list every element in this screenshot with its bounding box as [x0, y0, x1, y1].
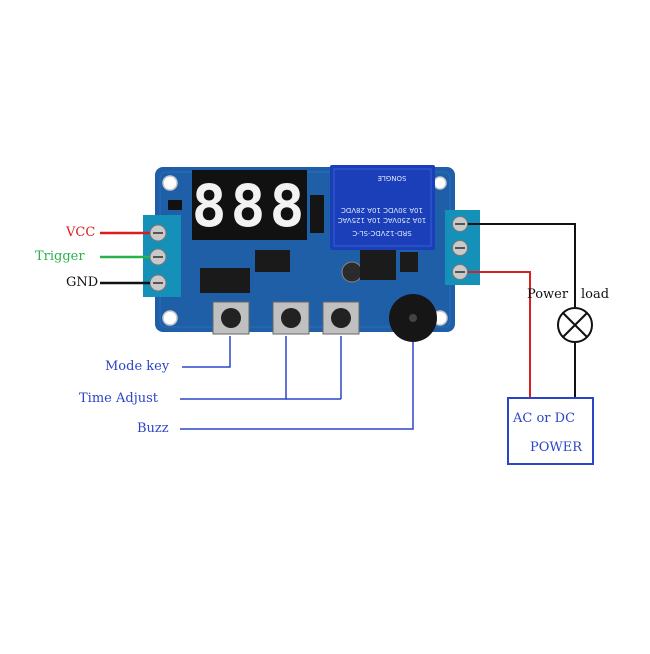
vcc-label: VCC [66, 225, 96, 240]
smd-transistor [168, 200, 182, 210]
time-adjust-label: Time Adjust [79, 391, 158, 406]
time-adjust-button-2[interactable] [322, 301, 360, 335]
relay-model: SRD-12VDC-SL-C [352, 229, 411, 237]
power-label: Power [527, 287, 569, 302]
relay-rating-1: 10A 250VAC 10A 125VAC [338, 216, 427, 224]
buzz-label: Buzz [137, 421, 169, 436]
time-adjust-button-1[interactable] [272, 301, 310, 335]
relay: SRD-12VDC-SL-C 10A 250VAC 10A 125VAC 10A… [330, 165, 435, 250]
voltage-regulator [360, 250, 396, 280]
mounting-hole-bl [162, 310, 178, 326]
mode-key-label: Mode key [105, 359, 170, 374]
ac-dc-label: AC or DC [513, 411, 576, 426]
load-label: load [581, 287, 610, 302]
power-wire-red [468, 271, 531, 398]
diode [400, 252, 418, 272]
buzz-callout [180, 342, 414, 430]
relay-face [333, 168, 432, 247]
load-wire-top [468, 223, 576, 307]
display-digits: 888 [192, 172, 309, 240]
mode-key-button[interactable] [212, 301, 250, 335]
power-box-label: POWER [530, 440, 583, 455]
trigger-label: Trigger [35, 249, 85, 264]
mounting-hole-tl [162, 175, 178, 191]
callout-lines [180, 336, 414, 430]
lamp-icon [557, 307, 593, 343]
mounting-hole-tr [433, 176, 447, 190]
sot-component [310, 195, 324, 233]
output-terminal-block [445, 210, 480, 285]
gnd-label: GND [66, 275, 99, 290]
relay-body [330, 165, 435, 250]
mode-key-callout [182, 336, 231, 368]
power-source-box [507, 397, 594, 465]
mcu-chip [255, 250, 290, 272]
optocoupler-chip [200, 268, 250, 293]
relay-rating-2: 10A 30VDC 10A 28VDC [341, 206, 423, 214]
display-housing [192, 170, 307, 240]
seven-segment-display: 888 [192, 170, 309, 240]
relay-brand: SONGLE [378, 174, 407, 182]
capacitor [341, 261, 363, 283]
